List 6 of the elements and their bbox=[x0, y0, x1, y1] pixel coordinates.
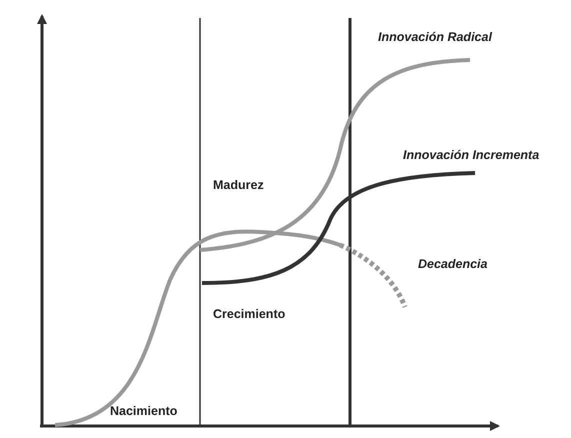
stage-label: Innovación Incrementa bbox=[403, 148, 540, 162]
stage-label: Nacimiento bbox=[110, 404, 178, 418]
stage-label: Innovación Radical bbox=[378, 30, 492, 44]
stage-label: Decadencia bbox=[418, 257, 488, 271]
stage-label: Madurez bbox=[213, 178, 264, 192]
stage-label: Crecimiento bbox=[213, 307, 286, 321]
